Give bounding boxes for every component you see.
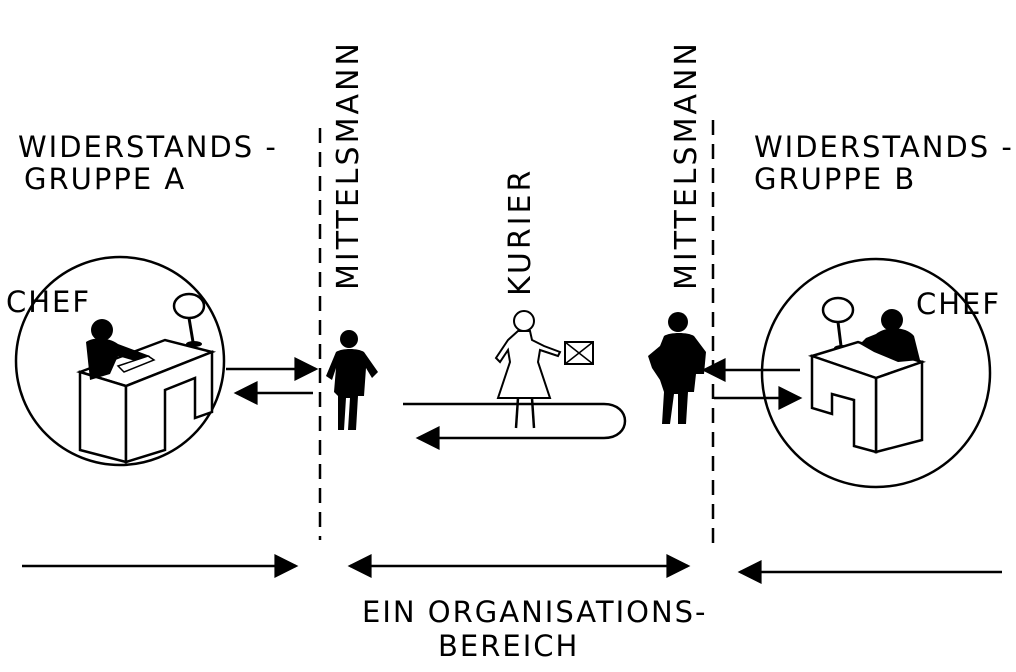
group-a-label-line1: WIDERSTANDS - xyxy=(18,130,278,164)
middleman-right-label: MITTELSMANN xyxy=(669,40,704,290)
scope-label-line1: EIN ORGANISATIONS- xyxy=(362,595,708,629)
group-b-label-line2: GRUPPE B xyxy=(754,162,917,196)
courier-figure xyxy=(494,310,594,429)
chef-a-label: CHEF xyxy=(6,285,92,319)
chef-a-circle xyxy=(14,255,226,467)
group-b-label-line1: WIDERSTANDS - xyxy=(754,130,1014,164)
chef-b-circle xyxy=(760,257,992,489)
courier-label: KURIER xyxy=(503,167,538,296)
courier-route-arrow xyxy=(403,402,627,450)
group-a-label-line2: GRUPPE A xyxy=(24,162,187,196)
chef-b-label: CHEF xyxy=(916,287,1002,321)
middleman-right-figure xyxy=(648,312,706,424)
scope-label-line2: BEREICH xyxy=(438,629,580,663)
middleman-left-figure xyxy=(326,330,378,430)
middleman-left-label: MITTELSMANN xyxy=(331,40,366,290)
